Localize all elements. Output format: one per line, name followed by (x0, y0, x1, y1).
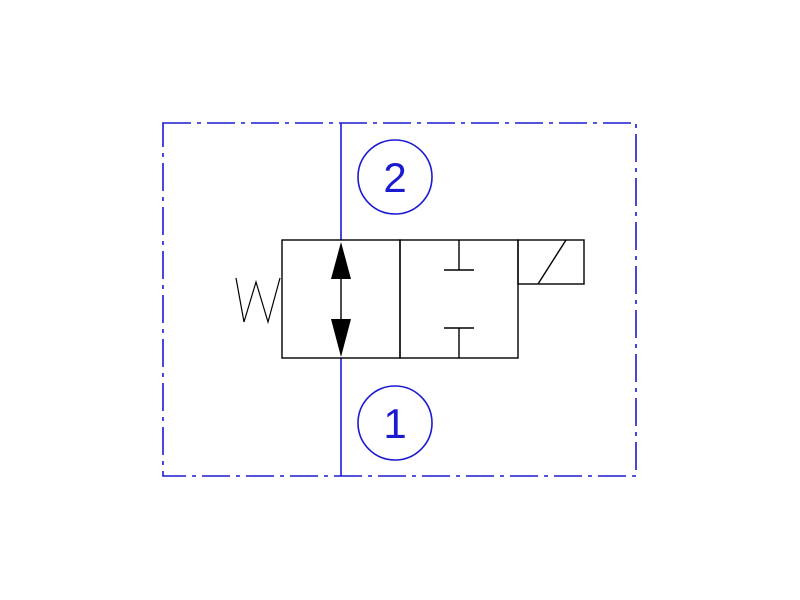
port-2-label: 2 (383, 154, 406, 201)
port-1-circle (357, 385, 433, 461)
spring-icon (235, 277, 281, 325)
port-2-circle (357, 139, 433, 215)
port-1-label: 1 (383, 400, 406, 447)
blocked-port-bottom-icon (444, 327, 474, 358)
cavity-outline (162, 122, 637, 477)
bidirectional-flow-arrow-icon (331, 242, 351, 357)
blocked-port-top-icon (444, 240, 474, 271)
solenoid-icon (517, 239, 585, 285)
port-2-marker: 2 (357, 139, 433, 215)
port-1-marker: 1 (357, 385, 433, 461)
